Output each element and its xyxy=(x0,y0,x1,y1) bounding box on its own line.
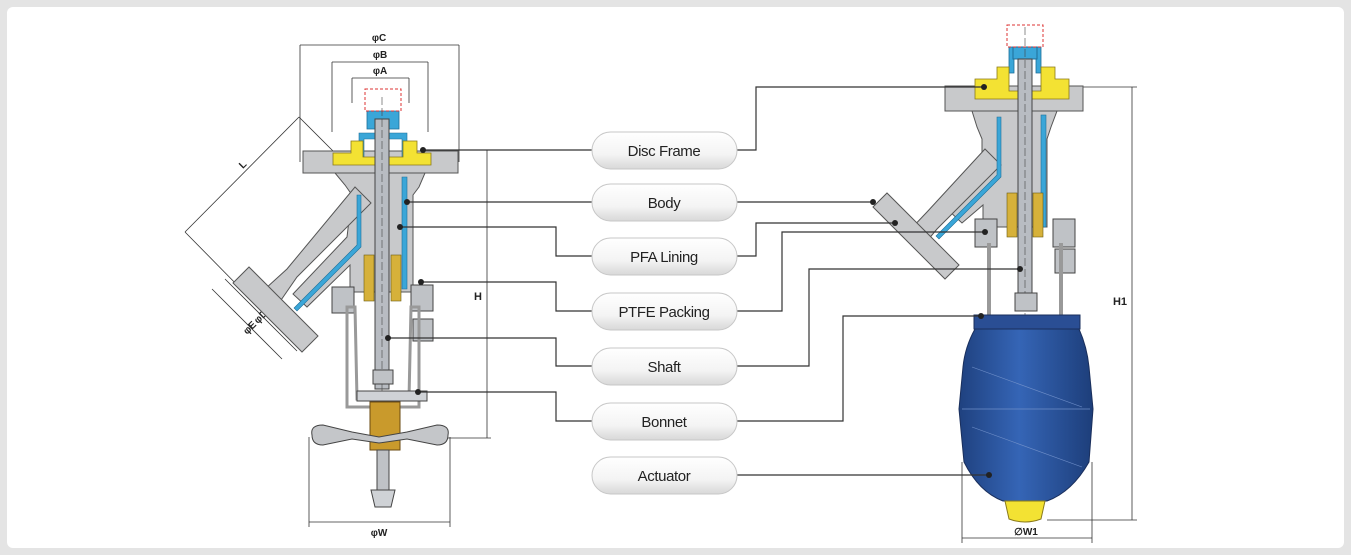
leader-dots xyxy=(385,84,1023,478)
leader-lines xyxy=(388,86,1020,476)
left-bonnet-plate xyxy=(356,390,428,402)
part-label-text: Disc Frame xyxy=(628,143,701,160)
left-handwheel xyxy=(311,424,449,446)
diagram-frame: φC φB φA L H φD φE φW xyxy=(7,7,1344,548)
left-pfa-lining-right xyxy=(401,176,408,290)
part-label-text: Shaft xyxy=(647,359,681,376)
right-bolt-r xyxy=(1052,218,1076,248)
left-dimension-lines xyxy=(184,44,491,527)
part-label-bonnet: Bonnet xyxy=(591,402,738,441)
dim-label-w: φW xyxy=(371,528,388,539)
dim-label-h: H xyxy=(474,291,482,303)
left-stem-tip xyxy=(370,489,396,508)
part-label-disc-frame: Disc Frame xyxy=(591,131,738,170)
right-pfa-lining xyxy=(935,116,1002,240)
part-label-text: PFA Lining xyxy=(630,249,698,266)
right-pfa-lining-right xyxy=(1040,114,1047,228)
dim-label-c: φC xyxy=(372,33,386,44)
left-cap-dashed-outline xyxy=(364,88,402,112)
right-side-flange xyxy=(872,192,960,280)
right-disc-frame xyxy=(974,66,1070,100)
part-label-actuator: Actuator xyxy=(591,456,738,495)
valve-diagram: φC φB φA L H φD φE φW xyxy=(184,24,1137,543)
left-disc-frame xyxy=(332,140,432,166)
left-bolt-r xyxy=(410,284,434,312)
part-label-text: Actuator xyxy=(638,468,691,485)
part-label-shaft: Shaft xyxy=(591,347,738,386)
left-ptfe-packing xyxy=(363,254,375,302)
right-nut-r xyxy=(1054,248,1076,274)
left-coupler xyxy=(372,369,394,385)
right-ptfe-packing xyxy=(1006,192,1018,238)
dim-label-b: φB xyxy=(373,50,387,61)
right-ptfe-packing-r xyxy=(1032,192,1044,238)
right-actuator xyxy=(958,328,1094,502)
left-bolt-l xyxy=(331,286,355,314)
left-pfa-lining xyxy=(293,194,362,312)
right-actuator-tip xyxy=(1004,500,1046,523)
dim-label-w1: ∅W1 xyxy=(1014,527,1038,538)
part-label-ptfe-packing: PTFE Packing xyxy=(591,292,738,331)
part-label-pfa-lining: PFA Lining xyxy=(591,237,738,276)
right-coupler xyxy=(1014,292,1038,312)
left-ptfe-packing-r xyxy=(390,254,402,302)
part-label-text: PTFE Packing xyxy=(618,304,709,321)
part-label-text: Bonnet xyxy=(641,414,687,431)
dim-label-a: φA xyxy=(373,66,387,77)
right-cap-dashed-outline xyxy=(1006,24,1044,48)
right-valve: H1 ∅W1 xyxy=(872,24,1137,543)
right-bonnet xyxy=(987,243,1063,319)
part-label-text: Body xyxy=(648,195,681,212)
part-label-body: Body xyxy=(591,183,738,222)
left-valve: φC φB φA L H φD φE φW xyxy=(184,33,491,539)
left-lower-stem xyxy=(376,449,390,491)
right-actuator-plate xyxy=(973,314,1081,330)
dim-label-h1: H1 xyxy=(1113,296,1127,308)
left-side-flange xyxy=(232,266,319,353)
